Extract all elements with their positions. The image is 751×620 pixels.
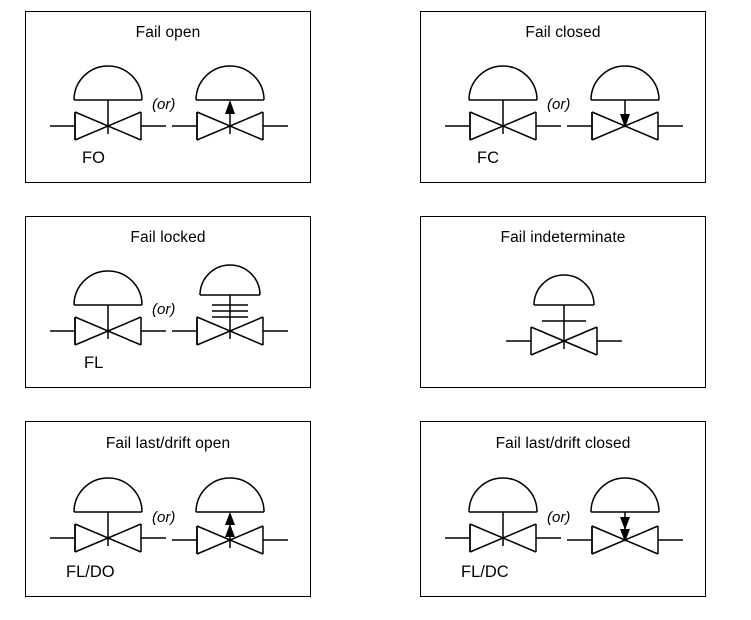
panel-fail-last-drift-open: Fail last/drift open	[25, 421, 311, 597]
panel-title: Fail open	[135, 24, 201, 41]
arrow-down-icon	[620, 517, 630, 530]
failure-code-label: FL/DO	[66, 563, 115, 581]
panel-title: Fail last/drift open	[105, 435, 231, 452]
failure-code-label: FC	[477, 149, 499, 167]
valve-symbol-plain	[443, 462, 563, 554]
failure-code-label: FL	[84, 354, 104, 372]
failure-code-label: FL/DC	[461, 563, 509, 581]
panel-title: Fail last/drift closed	[495, 435, 631, 452]
valve-symbol-double-arrow	[170, 462, 290, 555]
valve-symbol-plain	[48, 50, 168, 142]
arrow-up-icon	[225, 100, 235, 114]
panel-fail-locked: Fail locked	[25, 216, 311, 388]
failure-code-label: FO	[82, 149, 105, 167]
panel-fail-last-drift-closed: Fail last/drift closed	[420, 421, 706, 597]
panel-title: Fail indeterminate	[500, 229, 626, 246]
valve-symbol-plain	[48, 462, 168, 554]
or-label: (or)	[547, 96, 571, 113]
arrow-up-icon	[225, 524, 235, 537]
arrow-down-icon	[620, 529, 630, 542]
valve-symbol-crossbar	[504, 259, 624, 356]
or-label: (or)	[547, 509, 571, 526]
panel-fail-closed: Fail closed	[420, 11, 706, 183]
arrow-down-icon	[620, 114, 630, 128]
or-label: (or)	[152, 509, 176, 526]
panel-title: Fail closed	[525, 24, 601, 41]
panel-title: Fail locked	[130, 229, 206, 246]
valve-symbol-plain	[48, 255, 168, 347]
valve-symbol-double-arrow	[565, 462, 685, 555]
panel-fail-indeterminate: Fail indeterminate	[420, 216, 706, 388]
valve-symbol-arrow	[170, 50, 290, 142]
valve-symbol-arrow	[565, 50, 685, 142]
valve-symbol-plain	[443, 50, 563, 142]
panel-fail-open: Fail open	[25, 11, 311, 183]
or-label: (or)	[152, 96, 176, 113]
arrow-up-icon	[225, 512, 235, 525]
or-label: (or)	[152, 301, 176, 318]
valve-symbol-locked	[170, 249, 290, 346]
